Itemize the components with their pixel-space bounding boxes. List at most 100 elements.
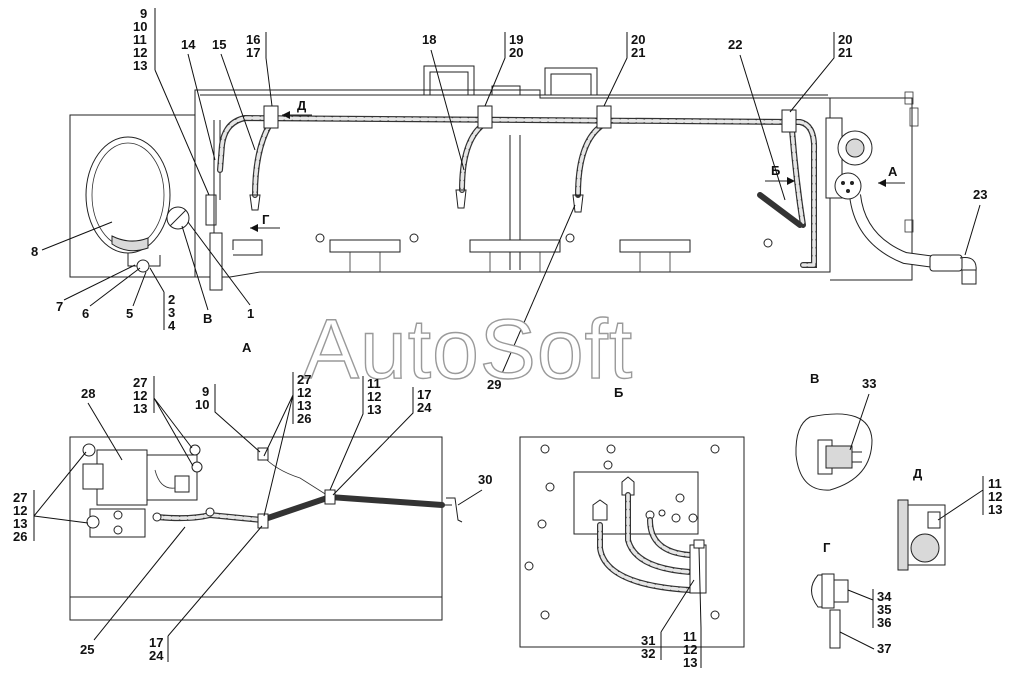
callout-number: 26	[13, 529, 27, 544]
main-view-callouts: 9 10 11 12 13 14 15 16 17 18 19 20 20 21…	[31, 6, 987, 392]
callout-number: 9	[140, 6, 147, 21]
callout-number: 11	[988, 476, 1002, 491]
callout-stack-20-21-b: 20 21	[789, 32, 852, 113]
callout-stack-11-13-b: 11 12 13	[683, 547, 702, 670]
callout-25: 25	[80, 642, 94, 657]
callout-number: 12	[367, 389, 381, 404]
view-label-b: Б	[614, 385, 623, 400]
callout-number: 11	[367, 376, 381, 391]
callout-stack-19-20: 19 20	[484, 32, 523, 107]
callout-v: В	[203, 311, 212, 326]
callout-number: 4	[168, 318, 176, 333]
callout-number: 11	[133, 32, 147, 47]
callout-number: 13	[683, 655, 697, 670]
callout-number: 16	[246, 32, 260, 47]
callout-number: 12	[297, 385, 311, 400]
callout-number: 12	[13, 503, 27, 518]
arrow-label-a: А	[888, 164, 898, 179]
callout-stack-27-13: 27 12 13	[133, 375, 194, 467]
callout-number: 13	[988, 502, 1002, 517]
callout-number: 24	[417, 400, 432, 415]
callout-number: 13	[133, 401, 147, 416]
callout-number: 3	[168, 305, 175, 320]
callout-stack-9-10: 9 10	[195, 384, 261, 453]
callout-number: 17	[417, 387, 431, 402]
callout-14: 14	[181, 37, 196, 52]
callout-29: 29	[487, 377, 501, 392]
callout-number: 32	[641, 646, 655, 661]
callout-number: 27	[133, 375, 147, 390]
watermark: AutoSoft	[303, 302, 633, 396]
callout-number: 17	[246, 45, 260, 60]
callout-number: 12	[133, 388, 147, 403]
callout-number: 20	[631, 32, 645, 47]
callout-number: 13	[297, 398, 311, 413]
callout-stack-20-21-a: 20 21	[603, 32, 645, 107]
callout-15: 15	[212, 37, 226, 52]
callout-number: 13	[13, 516, 27, 531]
arrow-label-d: Д	[297, 98, 307, 113]
callout-number: 12	[988, 489, 1002, 504]
callout-number: 21	[631, 45, 645, 60]
view-v: В 33	[795, 371, 876, 491]
bottom-left-callouts: 28 27 12 13 9 10 27 12 13 26 11 12 13 17	[13, 372, 492, 663]
callout-number: 9	[202, 384, 209, 399]
callout-number: 27	[297, 372, 311, 387]
callout-stack-11-13-d: 11 12 13	[937, 476, 1002, 521]
view-label-v: В	[810, 371, 819, 386]
callout-number: 24	[149, 648, 164, 663]
view-label-d: Д	[913, 466, 923, 481]
callout-stack-9-13: 9 10 11 12 13	[133, 6, 210, 196]
callout-stack-17-24-top: 17 24	[332, 387, 432, 496]
callout-8: 8	[31, 244, 38, 259]
view-d: Д 11 12 13	[897, 466, 1002, 571]
callout-number: 35	[877, 602, 891, 617]
arrow-label-g: Г	[262, 212, 270, 227]
callout-number: 31	[641, 633, 655, 648]
callout-23: 23	[973, 187, 987, 202]
callout-22: 22	[728, 37, 742, 52]
callout-number: 21	[838, 45, 852, 60]
bottom-left-view	[69, 436, 463, 621]
view-b: Б	[519, 385, 745, 648]
callout-number: 12	[133, 45, 147, 60]
callout-stack-31-32: 31 32	[641, 579, 695, 661]
view-label-g: Г	[823, 540, 831, 555]
callout-1: 1	[247, 306, 254, 321]
callout-stack-16-17: 16 17	[246, 32, 273, 107]
callout-stack-27-26-top: 27 12 13 26	[263, 372, 311, 517]
callout-5: 5	[126, 306, 133, 321]
callout-number: 10	[195, 397, 209, 412]
callout-6: 6	[82, 306, 89, 321]
callout-number: 36	[877, 615, 891, 630]
callout-number: 17	[149, 635, 163, 650]
callout-stack-11-13: 11 12 13	[329, 376, 381, 491]
callout-number: 11	[683, 629, 697, 644]
callout-number: 20	[509, 45, 523, 60]
callout-number: 12	[683, 642, 697, 657]
callout-7: 7	[56, 299, 63, 314]
callout-number: 20	[838, 32, 852, 47]
callout-18: 18	[422, 32, 436, 47]
callout-stack-2-4: 2 3 4	[149, 267, 176, 333]
callout-number: 10	[133, 19, 147, 34]
callout-number: 13	[367, 402, 381, 417]
callout-number: 26	[297, 411, 311, 426]
callout-stack-17-24-bottom: 17 24	[149, 525, 263, 663]
main-view: Д Г Б А А	[69, 65, 977, 355]
view-b-callouts: 31 32 11 12 13	[641, 547, 702, 670]
callout-37: 37	[877, 641, 891, 656]
callout-30: 30	[478, 472, 492, 487]
callout-28: 28	[81, 386, 95, 401]
callout-stack-34-36: 34 35 36	[847, 589, 892, 630]
view-g: Г 34 35 36 37	[811, 540, 892, 656]
callout-33: 33	[862, 376, 876, 391]
callout-number: 27	[13, 490, 27, 505]
callout-number: 13	[133, 58, 147, 73]
callout-number: 34	[877, 589, 892, 604]
view-label-a: А	[242, 340, 252, 355]
callout-stack-27-26-left: 27 12 13 26	[13, 451, 89, 544]
callout-number: 2	[168, 292, 175, 307]
